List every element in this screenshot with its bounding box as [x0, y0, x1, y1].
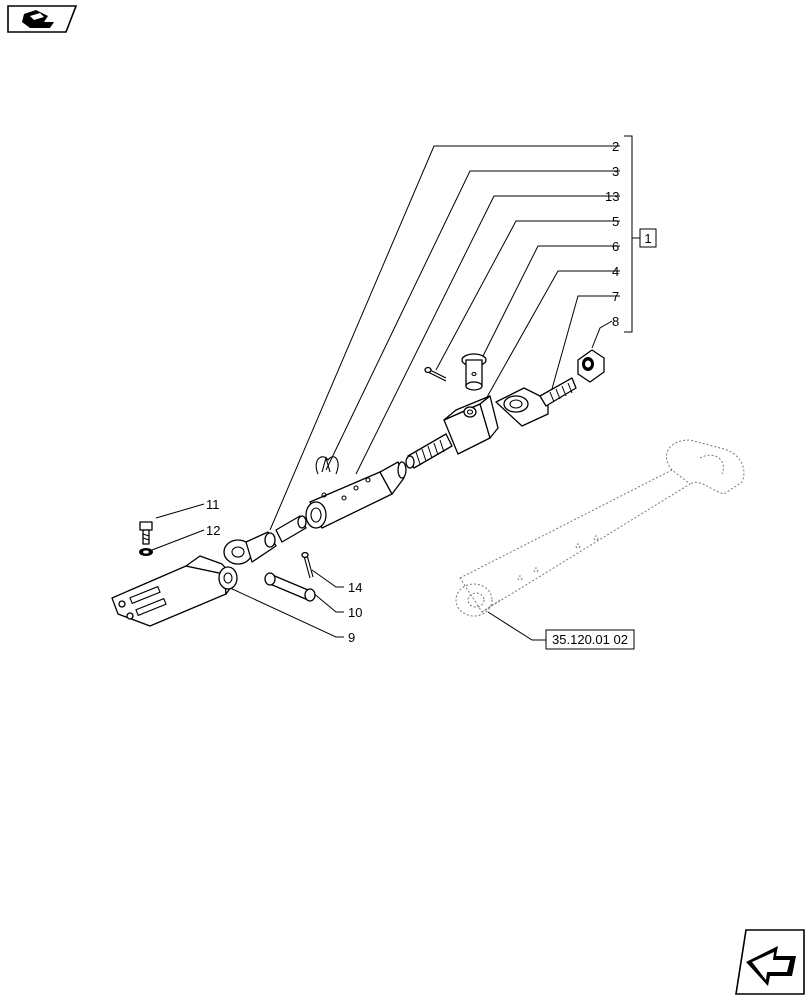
callout-12: 12 [206, 523, 220, 538]
part-nut [577, 349, 605, 383]
callout-4: 4 [612, 264, 619, 279]
book-hand-icon[interactable] [7, 5, 78, 33]
reference-tag[interactable]: 35.120.01 02 [545, 629, 635, 650]
part-spring-clip [315, 455, 339, 475]
part-adjusting-sleeve [305, 461, 407, 529]
callout-9: 9 [348, 630, 355, 645]
callout-14: 14 [348, 580, 362, 595]
callout-2: 2 [612, 139, 619, 154]
part-retaining-pin [301, 551, 314, 579]
callout-3: 3 [612, 164, 619, 179]
part-pin [461, 353, 487, 391]
part-connecting-rod [275, 515, 307, 543]
callout-13: 13 [605, 189, 619, 204]
part-threaded-rod [405, 433, 453, 469]
callout-7: 7 [612, 289, 619, 304]
callout-5: 5 [612, 214, 619, 229]
part-bolt [139, 521, 153, 545]
part-mounting-bracket [111, 555, 238, 627]
part-fork-head [443, 395, 499, 455]
callout-11: 11 [206, 497, 220, 512]
part-washer [139, 548, 153, 556]
part-cotter-pin [424, 366, 447, 382]
lower-link-ghost [455, 439, 745, 617]
leader-lines [151, 145, 620, 641]
part-clevis-eye [223, 531, 277, 565]
callout-8: 8 [612, 314, 619, 329]
part-pivot-pin [264, 572, 316, 602]
part-eye-bolt [495, 377, 577, 427]
callout-numbers: 2 3 13 5 6 4 7 8 11 12 14 10 9 [206, 139, 619, 645]
callout-6: 6 [612, 239, 619, 254]
next-page-arrow-icon[interactable] [735, 929, 805, 995]
reference-label: 35.120.01 02 [552, 632, 628, 647]
group-label: 1 [644, 231, 651, 246]
assembly-bracket: 1 [624, 135, 657, 333]
callout-10: 10 [348, 605, 362, 620]
